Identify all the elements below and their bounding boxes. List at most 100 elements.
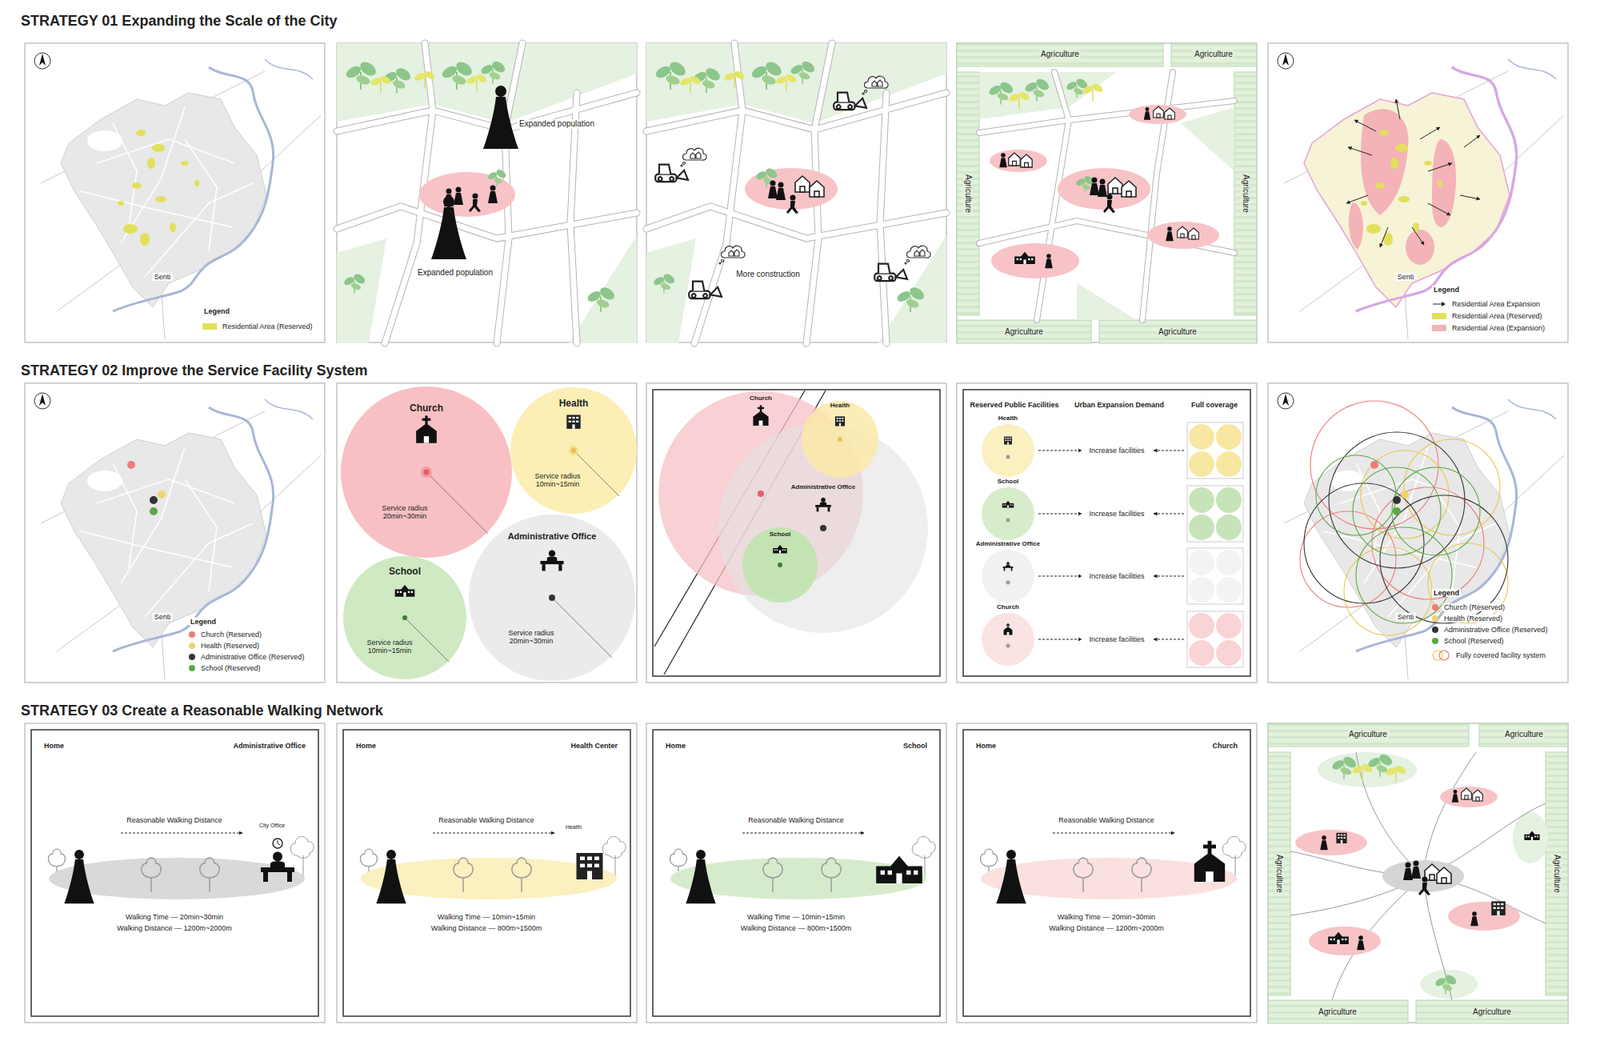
population-panel [453,187,464,206]
legend-swatch [188,664,196,672]
coverage-table-panel [1188,612,1215,639]
walk-office-panel [200,857,220,892]
construction-panel [719,245,745,264]
legend-swatch [1432,312,1447,320]
coverage-table-panel [1188,424,1215,450]
service-radius-text: Service radius 20min~30min [500,628,563,646]
facility-circle: Health [801,400,879,478]
walking-network-panel [1295,829,1368,856]
coverage-table-panel [1187,548,1244,604]
label-text: Reasonable Walking Distance [746,816,846,824]
label-text: Senti [152,272,173,281]
legend-arrow [1441,301,1446,307]
overlap-panel [742,527,818,603]
legend-arrow [1432,304,1443,305]
label-text: Reasonable Walking Distance [124,816,224,824]
service-radius-panel [540,548,564,571]
expansion-map-panel [1360,129,1443,246]
walking-network-panel [1317,752,1417,788]
legend-sample [1432,649,1452,661]
coverage-table-panel [1153,450,1184,452]
walking-network-panel [1452,789,1459,803]
service-radius-panel [343,556,467,680]
agriculture-panel [1020,154,1032,168]
label-text: Agriculture [963,172,973,215]
legend-text: Residential Area (Expansion) [1450,324,1547,332]
expansion-map-panel [1428,163,1452,172]
heading-text: Home [664,741,688,750]
full-coverage-map-panel [1360,450,1449,539]
walk-school-panel [646,723,947,1023]
expansion-map-panel [1346,99,1480,248]
legend-swatch [1432,604,1439,611]
construction-panel [688,281,722,300]
expansion-map-panel [1268,43,1568,343]
walking-network-panel [1436,867,1452,884]
heading-text: Administrative Office [231,741,308,750]
agriculture-panel [1014,252,1036,264]
walking-network-panel [1472,789,1484,801]
construction-panel [874,264,908,282]
service-radius-panel [336,383,637,683]
coverage-table-panel [1187,485,1244,542]
coverage-table-panel [1188,487,1215,513]
walking-network-panel [1440,786,1498,808]
label-text: Senti [1396,612,1416,621]
legend-text: Health (Reserved) [1442,614,1504,623]
label-text: Health [564,824,584,831]
coverage-table-panel [1188,424,1242,477]
label-text: Agriculture [1156,327,1199,337]
overlap-panel [752,404,768,426]
label-text: Walking Time — 10min~15min [436,912,537,921]
heading-text: Full coverage [1189,400,1240,409]
heading-text: Legend [202,307,232,316]
map-panel [24,43,325,343]
legend-text: Residential Area Expansion [1450,300,1542,308]
walk-school-panel [685,849,716,904]
construction-panel [776,182,786,201]
facility-circle: Administrative OfficeService radius 20mi… [468,514,636,681]
coverage-table-panel [1216,640,1242,666]
walk-health-panel [453,857,473,892]
agriculture-panel [1008,152,1020,166]
service-radius-panel [568,445,579,456]
legend-swatch [188,631,196,638]
facility-map-panel [24,383,325,683]
construction-panel [809,180,824,197]
walk-office-panel [260,850,295,882]
agriculture-panel [979,72,1235,320]
walk-church-panel [1194,840,1225,882]
service-radius-panel [552,597,612,658]
legend-ring [1439,650,1449,660]
coverage-table-panel [1216,549,1242,576]
agriculture-panel [1089,177,1100,196]
full-coverage-map-panel [1370,460,1379,469]
construction-panel [904,245,931,264]
coverage-table-panel [1004,436,1012,445]
heading-text: Home [974,741,998,750]
map-panel [39,53,46,66]
full-coverage-map-panel [1404,439,1500,536]
expansion-map-panel [1346,195,1368,204]
map-panel [24,43,325,343]
coverage-table-panel [956,383,1257,683]
service-radius-panel [420,466,432,478]
heading-text: Church [1211,741,1240,750]
walking-network-panel [1470,911,1479,926]
coverage-table-panel [1188,514,1215,540]
walk-health-panel [336,723,637,1023]
label-text: Walking Distance — 800m~1500m [429,924,544,932]
walking-network-panel [1268,723,1568,1024]
population-panel [336,43,637,344]
expansion-map-panel [1464,135,1480,148]
coverage-table-panel [1153,576,1184,577]
facility-circle: SchoolService radius 10min~15min [343,556,467,680]
map-panel [34,52,51,69]
walking-network-panel [1268,723,1568,1023]
expansion-map-panel [1460,195,1480,200]
legend-text: Health (Reserved) [199,641,261,650]
walk-church-panel [1132,857,1152,892]
coverage-table-panel [963,389,1251,676]
coverage-table-panel [1003,561,1014,572]
